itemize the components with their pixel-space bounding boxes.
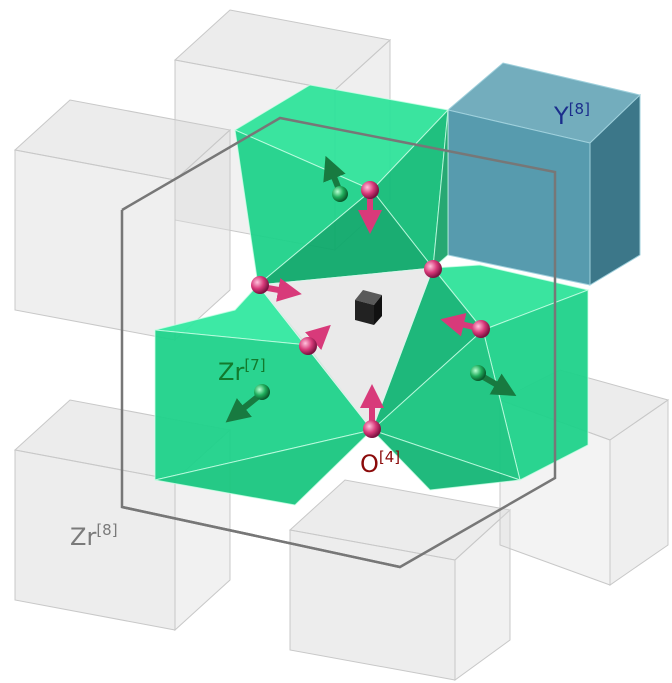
yttrium-cube xyxy=(446,62,642,286)
o-atom-right xyxy=(424,260,442,278)
polyhedron-right xyxy=(371,264,590,491)
vacancy-cube-icon xyxy=(355,290,382,325)
o-atom-mid-right xyxy=(440,313,490,338)
atoms xyxy=(225,155,517,438)
label-o4: O[4] xyxy=(360,448,400,478)
zr-atom-top xyxy=(323,155,348,202)
zr-atom-right xyxy=(470,365,517,396)
o-atom-top xyxy=(358,181,382,234)
o-atom-bottom xyxy=(360,384,384,438)
zr7-polyhedra xyxy=(154,84,590,506)
unit-cell-frame xyxy=(120,116,557,569)
o-atom-mid-left xyxy=(299,324,331,355)
zr-atom-left xyxy=(225,384,270,423)
label-y8: Y[8] xyxy=(553,100,590,130)
label-zr7: Zr[7] xyxy=(218,356,266,386)
grey-cube-bottom xyxy=(288,479,512,681)
o-atom-left xyxy=(251,276,302,302)
vacancy-center xyxy=(257,267,434,432)
label-zr8: Zr[8] xyxy=(70,521,118,551)
polyhedron-top xyxy=(233,84,450,286)
grey-cube-left-upper xyxy=(13,99,232,342)
